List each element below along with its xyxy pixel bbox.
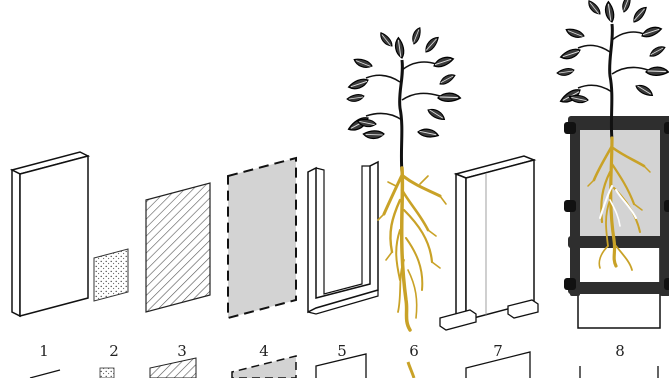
step-label-6: 6: [409, 342, 419, 360]
step-label-5: 5: [337, 342, 347, 360]
stand-foot-left: [440, 310, 476, 330]
step-label-4: 4: [259, 342, 269, 360]
component-2-mesh-strip: [94, 249, 128, 301]
plant-6-leaves: [347, 27, 461, 141]
component-7-front-plate: [440, 156, 538, 330]
step-label-1: 1: [39, 342, 49, 360]
component-8-assembled-rhizobox: [557, 0, 669, 328]
component-4-dashed-gray-panel: [228, 158, 296, 318]
step-label-8: 8: [615, 342, 625, 360]
step-label-2: 2: [109, 342, 119, 360]
step-labels: 1 2 3 4 5 6 7 8: [39, 342, 625, 360]
plant-6-stem: [366, 60, 440, 172]
plant-6-roots: [378, 168, 446, 330]
component-6-plant: [347, 27, 461, 330]
component-3-hatched-panel: [146, 183, 210, 312]
component-1-back-plate: [12, 152, 88, 316]
component-5-u-frame: [308, 162, 378, 314]
step-label-3: 3: [177, 342, 187, 360]
step-label-7: 7: [493, 342, 503, 360]
